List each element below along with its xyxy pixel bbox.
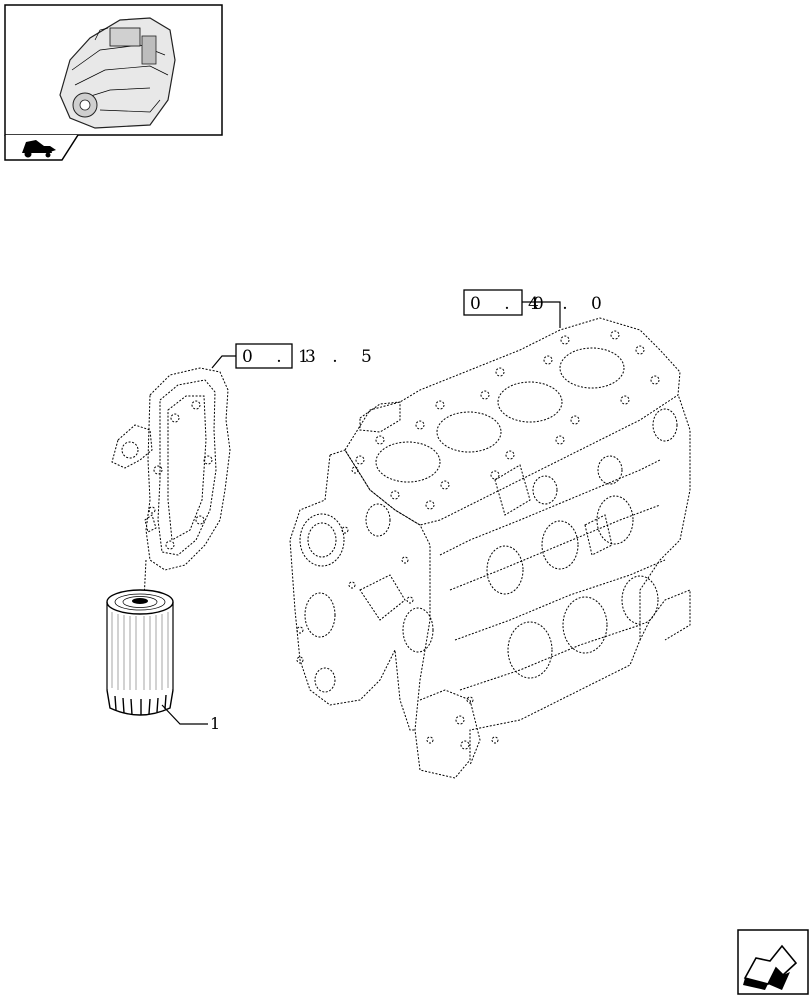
reference-engine-block-rest: 4 . 0 xyxy=(528,294,611,314)
tractor-icon xyxy=(22,140,56,158)
oil-pump-cover xyxy=(111,367,231,601)
next-page-button[interactable] xyxy=(737,929,809,995)
callout-oil-filter[interactable]: 1 xyxy=(210,714,220,733)
engine-thumbnail[interactable] xyxy=(4,4,223,136)
reference-engine-block-boxed: 0 . 0 xyxy=(470,294,553,314)
reference-engine-block[interactable]: 0 . 0 4 . 0 xyxy=(463,289,611,316)
next-page-arrow-icon xyxy=(743,944,798,990)
reference-oil-pump-cover[interactable]: 0 . 3 1 . 5 xyxy=(235,343,381,369)
reference-oil-pump-cover-boxed: 0 . 3 xyxy=(242,347,325,367)
oil-pump-cover-leader xyxy=(211,355,236,369)
oil-filter[interactable] xyxy=(106,589,174,716)
section-tab[interactable] xyxy=(4,134,79,161)
oil-filter-leader xyxy=(161,704,208,725)
engine-block-leader xyxy=(520,301,561,328)
engine-thumbnail-icon xyxy=(59,17,176,129)
engine-block xyxy=(289,317,691,779)
reference-oil-pump-cover-rest: 1 . 5 xyxy=(298,347,381,367)
